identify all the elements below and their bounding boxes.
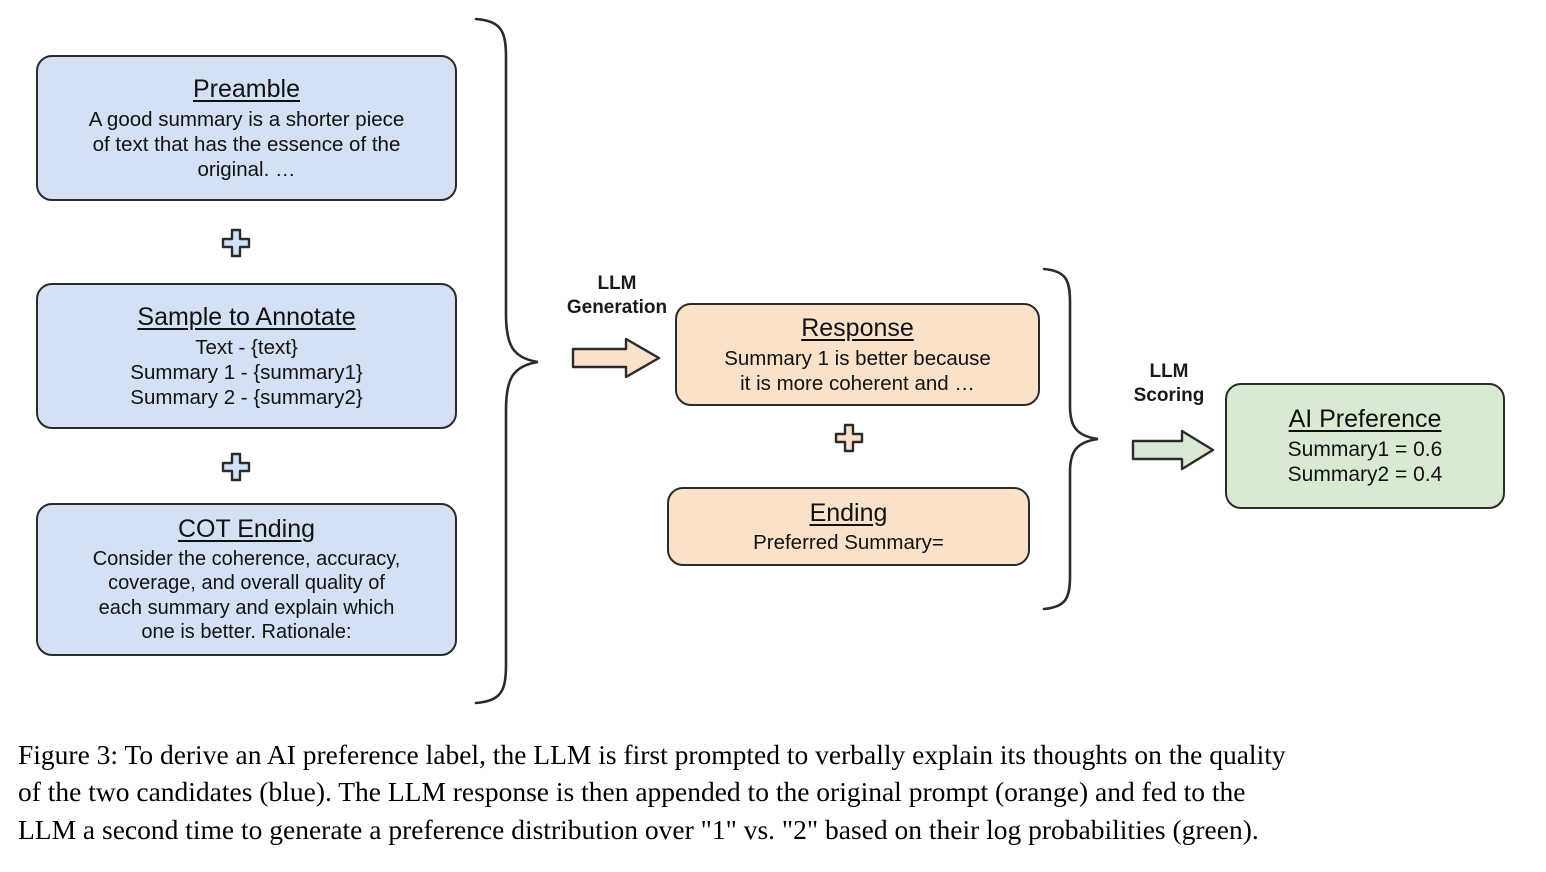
plus-icon: [834, 423, 864, 453]
step-label-line: Scoring: [1133, 385, 1205, 407]
caption-line: Figure 3: To derive an AI preference lab…: [18, 739, 1286, 770]
right-arrow-icon-generation: [570, 336, 662, 380]
response-box-ending-title: Ending: [809, 498, 888, 527]
text-line: Summary1 = 0.6: [1287, 437, 1443, 461]
grouping-brace-right: [1034, 264, 1114, 614]
right-arrow-icon-scoring: [1130, 428, 1216, 472]
step-label-line: LLM: [597, 273, 637, 294]
text-line: Text - {text}: [195, 335, 298, 359]
prompt-box-cot-ending-title: COT Ending: [177, 515, 316, 544]
text-line: Preferred Summary=: [753, 531, 944, 555]
text-line: each summary and explain which: [98, 596, 395, 619]
plus-icon: [221, 452, 251, 482]
prompt-box-sample-to-annotate: Sample to Annotate Text - {text} Summary…: [36, 283, 457, 429]
response-box-ending-body: Preferred Summary=: [753, 530, 944, 555]
prompt-box-preamble: Preamble A good summary is a shorter pie…: [36, 55, 457, 201]
figure-diagram: Preamble A good summary is a shorter pie…: [36, 14, 1505, 706]
prompt-box-preamble-title: Preamble: [193, 75, 300, 104]
response-box-response-body: Summary 1 is better because it is more c…: [724, 346, 991, 396]
output-box-ai-preference-title: AI Preference: [1288, 405, 1442, 434]
text-line: Summary 1 is better because: [724, 346, 991, 370]
step-label-llm-generation: LLM Generation: [526, 272, 708, 321]
text-line: Summary 1 - {summary1}: [130, 360, 363, 384]
prompt-box-cot-ending: COT Ending Consider the coherence, accur…: [36, 503, 457, 656]
caption-line: of the two candidates (blue). The LLM re…: [18, 776, 1246, 808]
output-box-ai-preference-body: Summary1 = 0.6 Summary2 = 0.4: [1288, 437, 1443, 488]
text-line: original. …: [197, 157, 296, 181]
prompt-box-sample-to-annotate-title: Sample to Annotate: [137, 303, 356, 332]
grouping-brace-left: [462, 14, 552, 706]
response-box-response: Response Summary 1 is better because it …: [675, 303, 1040, 406]
step-label-llm-scoring: LLM Scoring: [1094, 360, 1244, 409]
prompt-box-cot-ending-body: Consider the coherence, accuracy, covera…: [93, 547, 401, 645]
output-box-ai-preference: AI Preference Summary1 = 0.6 Summary2 = …: [1225, 383, 1505, 509]
prompt-box-preamble-body: A good summary is a shorter piece of tex…: [89, 107, 405, 182]
text-line: coverage, and overall quality of: [108, 572, 385, 595]
text-line: Summary 2 - {summary2}: [130, 385, 363, 409]
figure-caption: Figure 3: To derive an AI preference lab…: [18, 736, 1530, 848]
response-box-ending: Ending Preferred Summary=: [667, 487, 1030, 566]
text-line: Consider the coherence, accuracy,: [92, 547, 401, 570]
plus-icon: [221, 228, 251, 258]
text-line: it is more coherent and …: [740, 371, 975, 395]
step-label-line: LLM: [1149, 361, 1189, 382]
response-box-response-title: Response: [801, 314, 914, 343]
text-line: Summary2 = 0.4: [1287, 463, 1443, 487]
prompt-box-sample-to-annotate-body: Text - {text} Summary 1 - {summary1} Sum…: [130, 335, 362, 410]
caption-line: LLM a second time to generate a preferen…: [18, 813, 1259, 845]
text-line: of text that has the essence of the: [92, 132, 401, 156]
text-line: A good summary is a shorter piece: [88, 107, 405, 131]
text-line: one is better. Rationale:: [141, 621, 352, 644]
step-label-line: Generation: [566, 297, 668, 319]
